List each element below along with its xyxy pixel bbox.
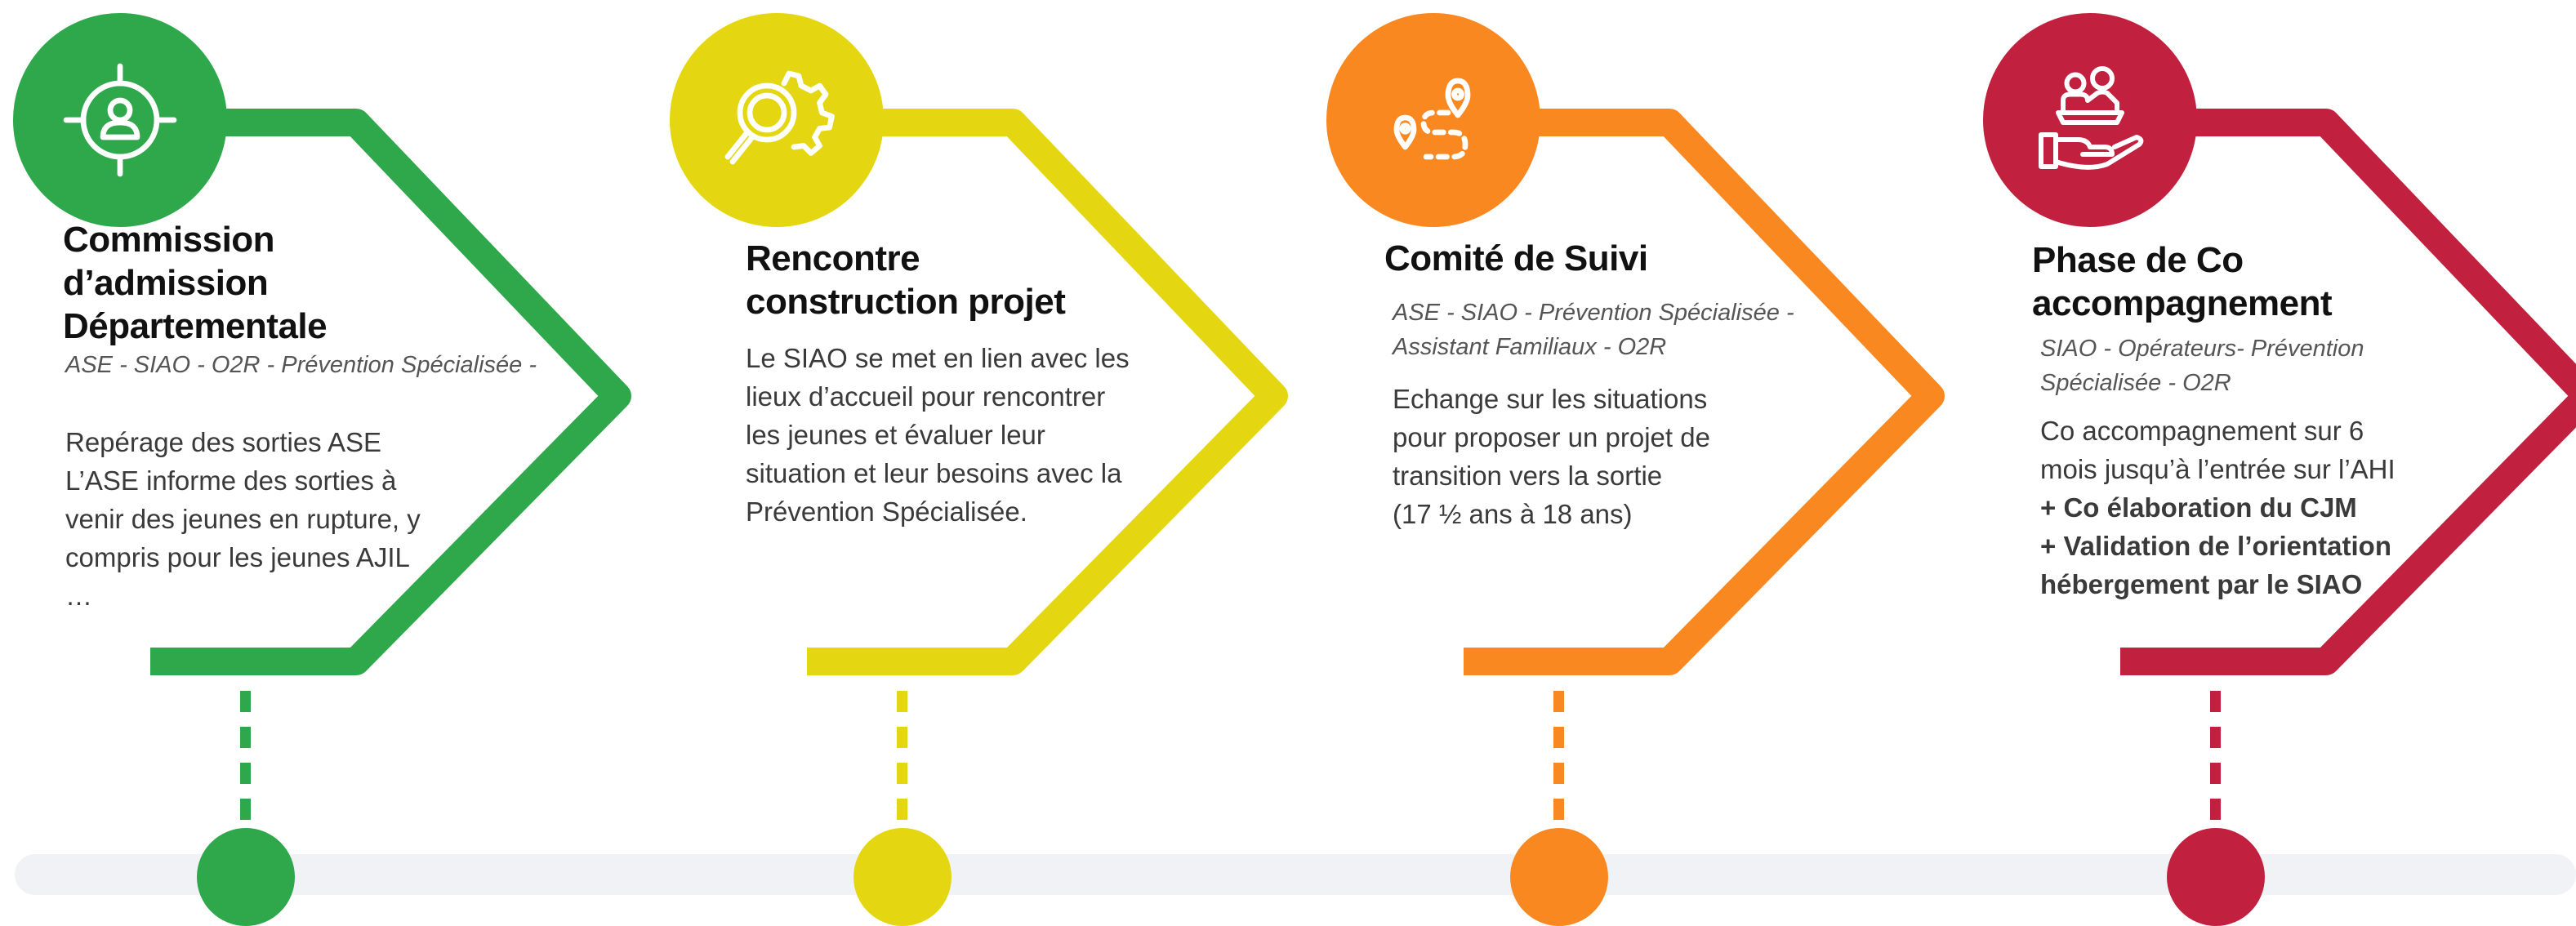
timeline-dot xyxy=(2167,828,2265,926)
connector-dashes xyxy=(240,691,251,828)
step-members: SIAO - Opérateurs- Prévention Spécialisé… xyxy=(2040,336,2364,396)
timeline-dot xyxy=(853,828,952,926)
step-title: Commission d’admission Départementale xyxy=(63,220,328,346)
timeline-dot xyxy=(1510,828,1608,926)
route-pins-icon xyxy=(1393,78,1471,160)
step-title: Phase de Co accompagnement xyxy=(2032,240,2333,323)
step-description: Co accompagnement sur 6 mois jusqu’à l’e… xyxy=(2040,416,2396,599)
step-icon-circle xyxy=(670,13,884,227)
step-description: Le SIAO se met en lien avec les lieux d’… xyxy=(746,343,1130,527)
timeline-track xyxy=(15,854,2576,895)
step-icon-circle xyxy=(1983,13,2197,227)
connector-dashes xyxy=(2210,691,2221,828)
step-icon-circle xyxy=(13,13,227,227)
step-members: ASE - SIAO - Prévention Spécialisée - As… xyxy=(1393,300,1794,360)
connector-dashes xyxy=(897,691,907,828)
people-hand-icon xyxy=(2039,66,2144,170)
magnifier-gear-icon xyxy=(724,70,835,165)
step-description: Repérage des sorties ASE L’ASE informe d… xyxy=(65,427,421,611)
step-title: Rencontre construction projet xyxy=(746,238,1066,322)
timeline-dot xyxy=(197,828,295,926)
target-person-icon xyxy=(63,63,177,177)
step-title: Comité de Suivi xyxy=(1384,238,1648,278)
step-icon-circle xyxy=(1326,13,1540,227)
connector-dashes xyxy=(1553,691,1564,828)
step-members: ASE - SIAO - O2R - Prévention Spécialisé… xyxy=(65,352,537,378)
step-description: Echange sur les situations pour proposer… xyxy=(1393,384,1710,529)
